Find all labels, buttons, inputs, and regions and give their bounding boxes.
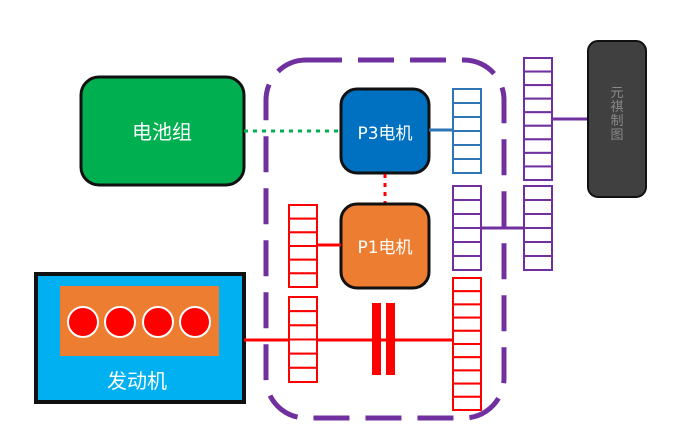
- gear-tooth: [452, 116, 482, 132]
- intermediate-gear: [452, 185, 482, 271]
- output-block[interactable]: 元 祺 制 图: [587, 40, 647, 198]
- gear-tooth: [288, 258, 318, 275]
- gear-tooth: [523, 255, 553, 271]
- battery-label: 电池组: [132, 120, 192, 144]
- gear-tooth: [523, 227, 553, 243]
- transmission-housing: [263, 57, 507, 421]
- gear-tooth: [288, 204, 318, 220]
- p1-motor[interactable]: P1电机: [339, 202, 431, 290]
- gear-tooth: [523, 124, 553, 141]
- gear-tooth: [452, 290, 482, 306]
- final-drive-gear-lower: [523, 185, 553, 271]
- gear-tooth: [452, 255, 482, 271]
- output-label-char: 祺: [610, 100, 623, 115]
- cylinder-icon: [142, 306, 174, 338]
- gear-tooth: [452, 130, 482, 146]
- gear-tooth: [523, 111, 553, 127]
- gear-tooth: [523, 241, 553, 257]
- output-label-char: 制: [610, 114, 623, 129]
- gear-tooth: [523, 70, 553, 87]
- gear-tooth: [288, 338, 318, 355]
- gear-tooth: [452, 241, 482, 257]
- gear-tooth: [288, 296, 318, 313]
- gear-tooth: [452, 316, 482, 332]
- gear-tooth: [452, 343, 482, 359]
- gear-tooth: [288, 217, 318, 234]
- gear-tooth: [288, 310, 318, 327]
- gear-tooth: [452, 382, 482, 398]
- gear-tooth: [452, 227, 482, 243]
- gear-tooth: [452, 185, 482, 201]
- engine[interactable]: 发动机: [34, 272, 246, 404]
- gear-tooth: [523, 185, 553, 201]
- gear-tooth: [452, 88, 482, 104]
- gear-tooth: [523, 97, 553, 114]
- gear-tooth: [452, 158, 482, 174]
- p1-motor-label: P1电机: [357, 238, 412, 258]
- gear-tooth: [452, 199, 482, 215]
- gear-tooth: [452, 395, 482, 411]
- gear-tooth: [452, 303, 482, 319]
- gear-tooth: [523, 57, 553, 73]
- cylinder-icon: [67, 306, 99, 338]
- gear-tooth: [523, 151, 553, 168]
- gear-tooth: [288, 324, 318, 341]
- engine-gear: [288, 296, 318, 384]
- p3-gear: [452, 88, 482, 174]
- output-label-char: 图: [610, 128, 623, 143]
- gear-tooth: [452, 356, 482, 372]
- gear-tooth: [523, 199, 553, 215]
- cylinder-icon: [179, 306, 211, 338]
- p1-gear: [288, 204, 318, 289]
- clutch[interactable]: [372, 303, 395, 375]
- final-drive-gear-upper: [523, 57, 553, 181]
- gear-tooth: [288, 272, 318, 289]
- gear-tooth: [288, 231, 318, 247]
- clutch-output-gear: [452, 277, 482, 411]
- gear-tooth: [523, 165, 553, 181]
- p3-motor[interactable]: P3电机: [339, 87, 431, 175]
- gear-tooth: [288, 366, 318, 384]
- gear-tooth: [452, 144, 482, 160]
- gear-tooth: [523, 138, 553, 154]
- gear-tooth: [452, 213, 482, 229]
- gear-tooth: [288, 352, 318, 369]
- p3-motor-label: P3电机: [357, 124, 412, 144]
- output-label-char: 元: [610, 86, 623, 101]
- cylinder-icon: [104, 306, 136, 338]
- gear-tooth: [452, 277, 482, 293]
- gear-tooth: [452, 102, 482, 118]
- gear-tooth: [452, 369, 482, 385]
- gear-tooth: [523, 213, 553, 229]
- gear-tooth: [523, 84, 553, 100]
- battery-pack[interactable]: 电池组: [79, 75, 246, 187]
- gear-tooth: [288, 245, 318, 261]
- gear-tooth: [452, 329, 482, 345]
- engine-label: 发动机: [107, 369, 167, 393]
